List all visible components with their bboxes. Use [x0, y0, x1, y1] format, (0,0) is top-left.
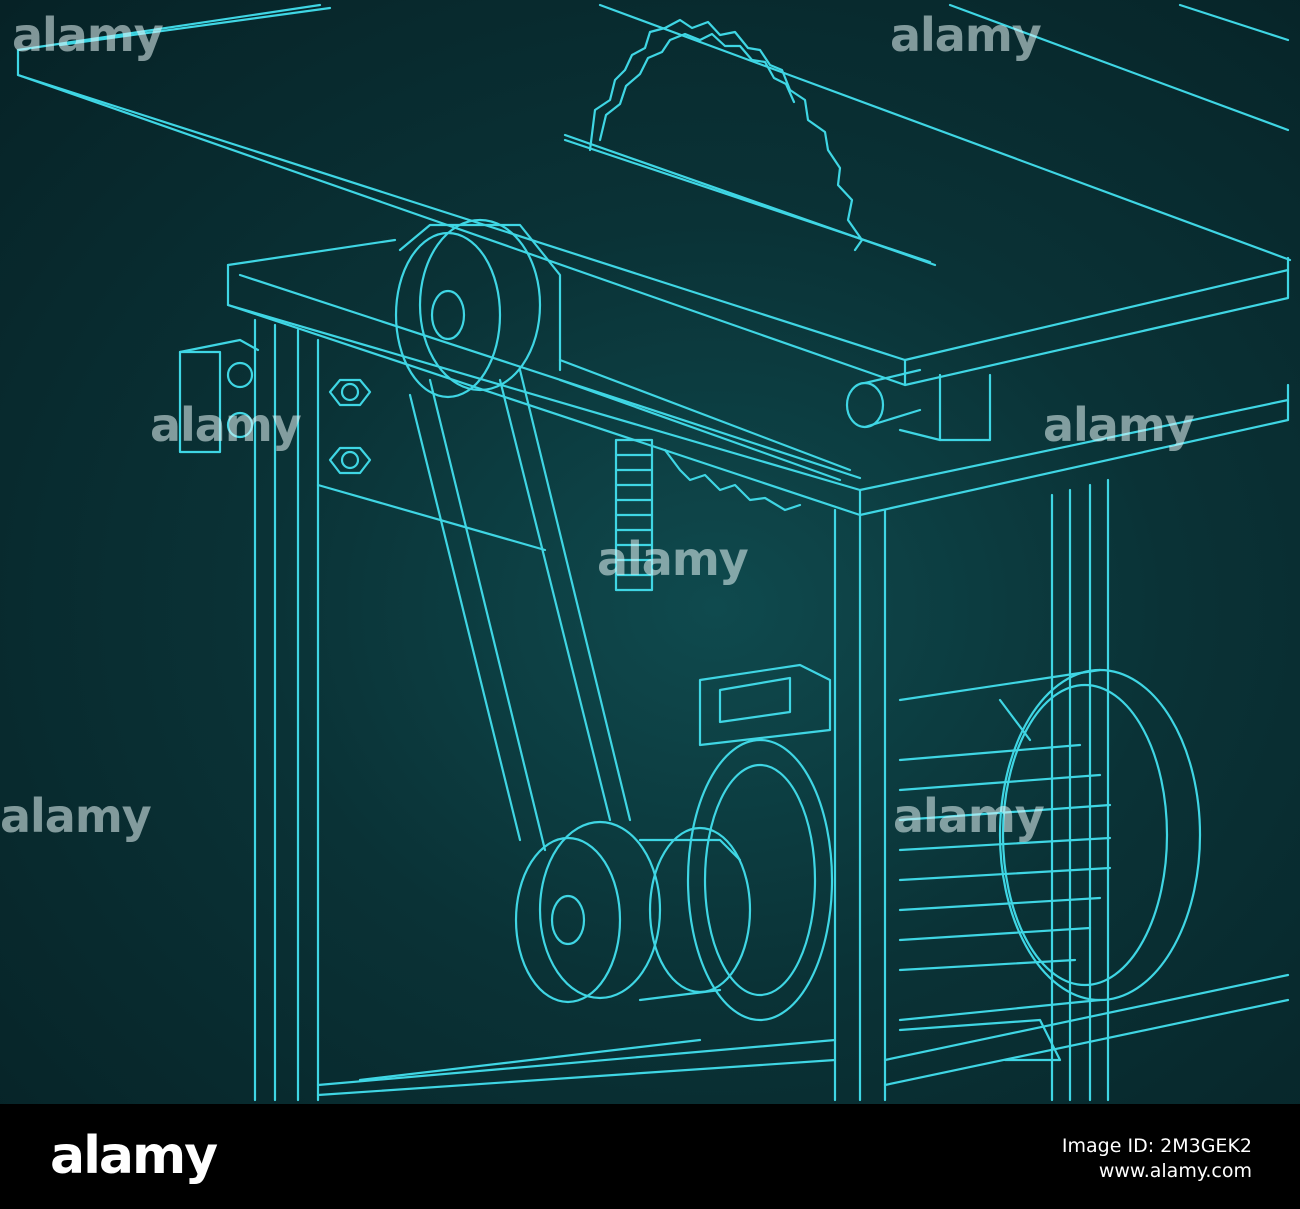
threaded-rod: [614, 438, 654, 592]
watermark-right-lower: alamy: [893, 789, 1045, 843]
watermark-top-left: alamy: [12, 8, 164, 62]
site-url-link[interactable]: www.alamy.com: [1098, 1159, 1252, 1182]
electric-motor: [686, 663, 1202, 1062]
bolt-nuts: [328, 378, 372, 475]
watermark-left-mid: alamy: [150, 398, 302, 452]
alamy-logo: alamy: [50, 1126, 218, 1186]
watermark-center: alamy: [597, 532, 749, 586]
table-saw-blueprint-drawing: [16, 3, 1292, 1102]
watermark-left-lower: alamy: [0, 789, 152, 843]
saw-blade-top: [588, 18, 864, 252]
frame-top-rail: [226, 238, 1290, 517]
watermark-right-mid: alamy: [1043, 398, 1195, 452]
frame-legs: [253, 318, 1110, 1102]
pulley-and-belt: [394, 218, 752, 1004]
footer-meta: Image ID: 2M3GEK2 www.alamy.com: [1062, 1134, 1252, 1183]
side-bracket: [178, 338, 260, 454]
watermark-top-right: alamy: [890, 8, 1042, 62]
blueprint-artwork: alamy alamy alamy alamy alamy alamy alam…: [0, 0, 1300, 1104]
support-roller: [845, 368, 992, 442]
saw-blade-lower: [663, 448, 802, 512]
frame-bottom-rail: [316, 973, 1290, 1097]
stock-footer-bar: alamy Image ID: 2M3GEK2 www.alamy.com: [0, 1104, 1300, 1209]
image-id-label: Image ID: 2M3GEK2: [1061, 1135, 1252, 1157]
table-top-outline: [16, 3, 1292, 387]
